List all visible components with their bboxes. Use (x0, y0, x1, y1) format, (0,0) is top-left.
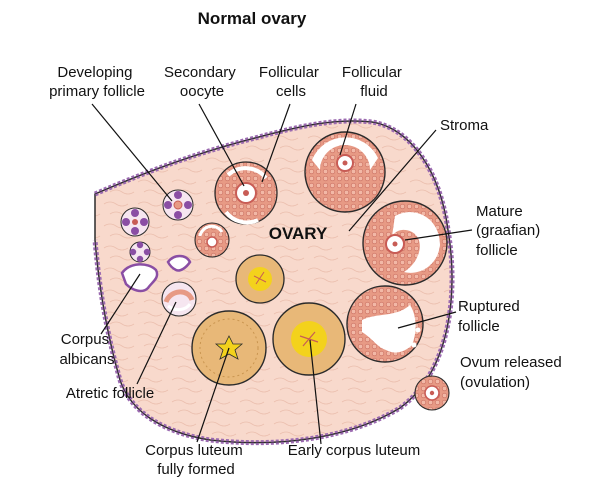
antral-follicle (304, 131, 386, 213)
corpus-albicans (120, 254, 192, 293)
label-corpus-albicans: Corpus albicans (59, 331, 114, 368)
label-mature-follicle: Mature (graafian) follicle (476, 203, 544, 259)
secondary-follicle (214, 161, 278, 225)
leader-follicular-fluid (339, 103, 357, 156)
leader-mature-follicle (404, 229, 473, 241)
small-secondary-follicle (194, 222, 230, 258)
label-early-corpus-luteum: Early corpus luteum (288, 442, 421, 459)
ruptured-follicle (346, 285, 424, 363)
leader-developing-primary-follicle (91, 103, 173, 202)
ovary-label: OVARY (269, 224, 328, 243)
primary-follicle-3 (129, 241, 151, 263)
label-corpus-luteum-fully-formed: Corpus luteum fully formed (145, 442, 247, 478)
capsule-outline (94, 120, 453, 444)
early-corpus-luteum-small (235, 254, 285, 304)
label-ruptured-follicle: Ruptured follicle (458, 298, 524, 335)
label-atretic-follicle: Atretic follicle (66, 385, 154, 402)
primary-follicle-2 (162, 189, 194, 221)
leader-follicular-cells (261, 103, 291, 183)
diagram-title: Normal ovary (198, 9, 307, 28)
label-stroma: Stroma (440, 117, 489, 134)
leader-ruptured-follicle (397, 311, 457, 329)
leader-corpus-albicans (100, 273, 141, 335)
released-ovum (414, 375, 450, 411)
leader-stroma (348, 129, 437, 232)
leader-early-corpus-luteum (309, 339, 322, 445)
leader-atretic-follicle (136, 301, 177, 385)
primary-follicle-1 (120, 207, 150, 237)
label-follicular-cells: Follicular cells (259, 64, 323, 100)
mature-graafian-follicle (362, 200, 448, 286)
label-developing-primary-follicle: Developing primary follicle (49, 64, 145, 100)
label-follicular-fluid: Follicular fluid (342, 64, 406, 100)
leader-secondary-oocyte (198, 103, 245, 187)
label-secondary-oocyte: Secondary oocyte (164, 64, 240, 100)
leader-corpus-luteum-fully-formed (196, 347, 230, 443)
leader-lines (91, 103, 473, 445)
early-corpus-luteum (272, 302, 346, 376)
atretic-follicle (161, 281, 197, 317)
developing-primary-follicles (120, 189, 194, 263)
label-ovum-released: Ovum released (ovulation) (460, 354, 566, 391)
